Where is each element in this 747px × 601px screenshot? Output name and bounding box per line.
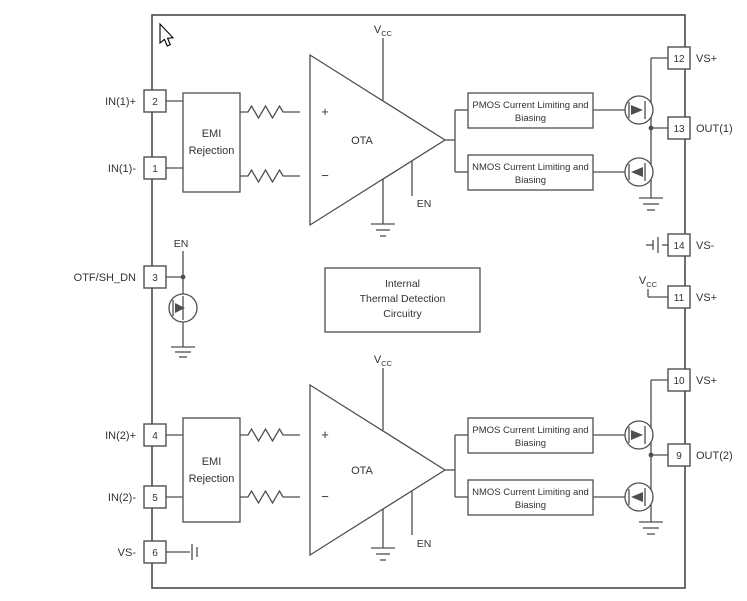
ground-icon bbox=[371, 223, 395, 237]
emi-block-1: EMI Rejection bbox=[182, 92, 241, 193]
pin-label: OTF/SH_DN bbox=[74, 272, 136, 284]
nmos-label: Biasing bbox=[515, 500, 546, 511]
nmos-mosfet-icon bbox=[624, 157, 654, 187]
junction-dot bbox=[180, 274, 186, 280]
pin-number: 9 bbox=[676, 451, 682, 462]
pmos-label: PMOS Current Limiting and bbox=[472, 100, 588, 111]
pmos-block-2: PMOS Current Limiting and Biasing bbox=[467, 417, 594, 454]
pin-right-11: 11 VS+ bbox=[667, 285, 717, 309]
pin-left-2: 2 IN(1)+ bbox=[105, 89, 167, 113]
pin-label: VS- bbox=[696, 240, 715, 252]
ota-label: OTA bbox=[351, 465, 373, 477]
vcc-label: VCC bbox=[374, 24, 393, 38]
pin-left-3: 3 OTF/SH_DN bbox=[74, 265, 167, 289]
pin-number: 5 bbox=[152, 493, 158, 504]
pin-left-1: 1 IN(1)- bbox=[108, 156, 167, 180]
pmos-mosfet-icon bbox=[624, 95, 654, 125]
pin-right-13: 13 OUT(1) bbox=[667, 116, 733, 140]
ota-amplifier-2: + − OTA bbox=[309, 383, 447, 557]
nmos-block-2: NMOS Current Limiting and Biasing bbox=[467, 479, 594, 516]
capacitor-icon bbox=[652, 237, 659, 253]
thermal-label: Thermal Detection bbox=[360, 293, 446, 305]
plus-input-label: + bbox=[321, 427, 329, 442]
pin-label: VS+ bbox=[696, 375, 717, 387]
emi-label: EMI bbox=[202, 456, 222, 468]
ground-icon bbox=[639, 197, 663, 211]
emi-label: EMI bbox=[202, 128, 222, 140]
pin-number: 10 bbox=[673, 376, 685, 387]
wires bbox=[166, 38, 668, 553]
plus-input-label: + bbox=[321, 104, 329, 119]
emi-label: Rejection bbox=[189, 473, 235, 485]
pin-number: 2 bbox=[152, 97, 158, 108]
nmos-label: Biasing bbox=[515, 175, 546, 186]
shutdown-mosfet-icon bbox=[168, 293, 198, 323]
ota-label: OTA bbox=[351, 135, 373, 147]
nmos-mosfet-icon bbox=[624, 482, 654, 512]
minus-input-label: − bbox=[321, 489, 329, 504]
pin-number: 11 bbox=[674, 293, 685, 304]
resistor-icon bbox=[240, 104, 300, 120]
thermal-block: Internal Thermal Detection Circuitry bbox=[324, 267, 481, 333]
capacitor-icon bbox=[191, 544, 198, 560]
pin-right-14: 14 VS- bbox=[667, 233, 715, 257]
ground-icon bbox=[639, 521, 663, 535]
thermal-label: Circuitry bbox=[383, 308, 422, 320]
pin-label: VS+ bbox=[696, 292, 717, 304]
pin-left-5: 5 IN(2)- bbox=[108, 485, 167, 509]
pin-right-10: 10 VS+ bbox=[667, 368, 717, 392]
pmos-label: Biasing bbox=[515, 438, 546, 449]
resistor-icon bbox=[240, 489, 300, 505]
ota-amplifier-1: + − OTA bbox=[309, 53, 447, 227]
ground-icon bbox=[371, 547, 395, 561]
pin-left-4: 4 IN(2)+ bbox=[105, 423, 167, 447]
resistor-icon bbox=[240, 427, 300, 443]
pin-label: IN(1)- bbox=[108, 163, 136, 175]
pin-label: OUT(2) bbox=[696, 450, 733, 462]
pmos-mosfet-icon bbox=[624, 420, 654, 450]
pin-label: VS- bbox=[118, 547, 137, 559]
pin-right-9: 9 OUT(2) bbox=[667, 443, 733, 467]
pin-number: 6 bbox=[152, 548, 158, 559]
en-label: EN bbox=[417, 198, 432, 210]
pmos-label: Biasing bbox=[515, 113, 546, 124]
ground-icon bbox=[171, 346, 195, 358]
pmos-label: PMOS Current Limiting and bbox=[472, 425, 588, 436]
pin-left-6: 6 VS- bbox=[118, 540, 167, 564]
en-label: EN bbox=[174, 238, 189, 250]
pmos-block-1: PMOS Current Limiting and Biasing bbox=[467, 92, 594, 129]
nmos-label: NMOS Current Limiting and bbox=[472, 162, 589, 173]
en-label: EN bbox=[417, 538, 432, 550]
pin-number: 3 bbox=[152, 273, 158, 284]
nmos-block-1: NMOS Current Limiting and Biasing bbox=[467, 154, 594, 191]
pin-label: VS+ bbox=[696, 53, 717, 65]
pin-label: IN(1)+ bbox=[105, 96, 136, 108]
vcc-label: VCC bbox=[374, 354, 393, 368]
junction-dot bbox=[648, 125, 654, 131]
pin-right-12: 12 VS+ bbox=[667, 46, 717, 70]
pin-number: 13 bbox=[673, 124, 685, 135]
thermal-label: Internal bbox=[385, 278, 420, 290]
pin-number: 4 bbox=[152, 431, 158, 442]
mouse-cursor-icon bbox=[159, 22, 175, 47]
pin-number: 12 bbox=[673, 54, 685, 65]
pin-label: IN(2)- bbox=[108, 492, 136, 504]
resistor-icon bbox=[240, 168, 300, 184]
pin-label: IN(2)+ bbox=[105, 430, 136, 442]
junction-dot bbox=[648, 452, 654, 458]
vcc-label: VCC bbox=[639, 275, 658, 289]
minus-input-label: − bbox=[321, 168, 329, 183]
nmos-label: NMOS Current Limiting and bbox=[472, 487, 589, 498]
pin-number: 14 bbox=[673, 241, 685, 252]
emi-block-2: EMI Rejection bbox=[182, 417, 241, 523]
pin-label: OUT(1) bbox=[696, 123, 733, 135]
emi-label: Rejection bbox=[189, 145, 235, 157]
pin-number: 1 bbox=[152, 164, 158, 175]
